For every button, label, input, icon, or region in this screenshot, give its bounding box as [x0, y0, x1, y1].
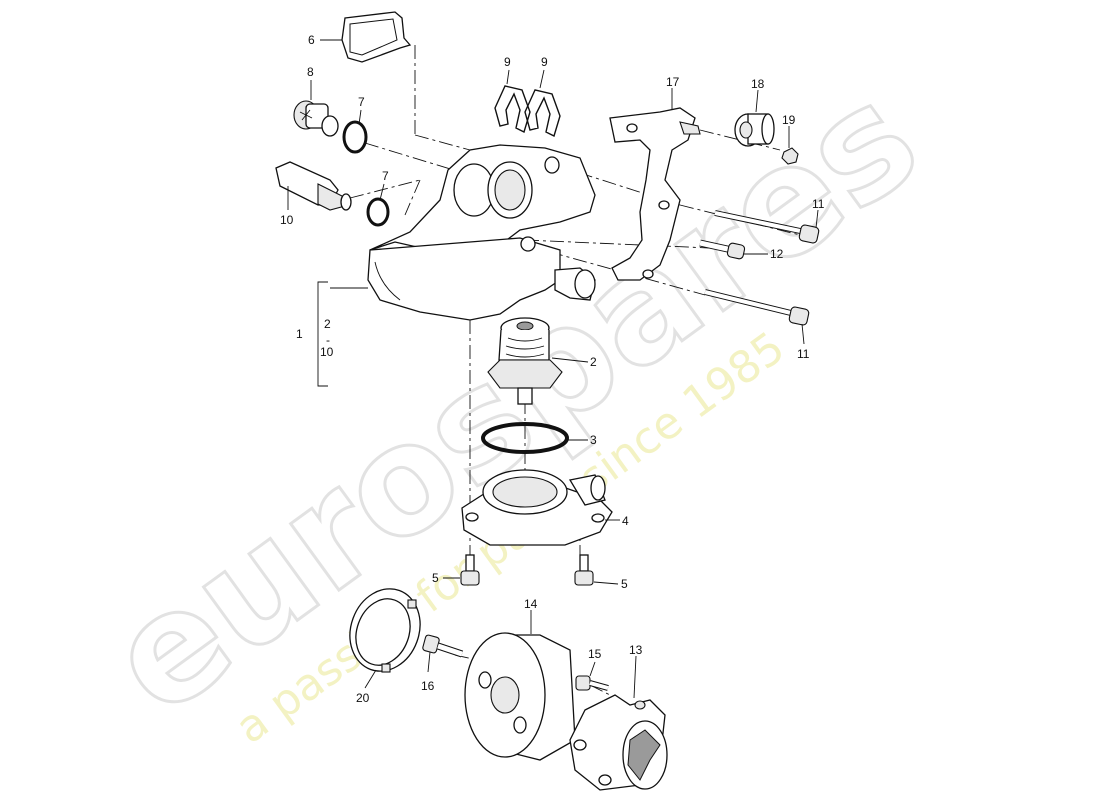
callout-9-left: 9 — [504, 55, 511, 69]
bolt-long-upper-part — [714, 210, 820, 244]
callout-1-range-from: 2 — [324, 317, 331, 331]
clip-left-part — [494, 85, 531, 133]
bolt-long-lower-part — [704, 289, 810, 326]
cover-disc-part — [349, 588, 421, 673]
thermostat-housing-part — [367, 144, 596, 321]
callout-16: 16 — [421, 679, 435, 693]
temperature-sensor-part — [275, 161, 352, 211]
water-pump-part — [569, 694, 668, 791]
callout-17: 17 — [666, 75, 680, 89]
bolt-pump-part — [575, 675, 609, 691]
callout-5-right: 5 — [621, 577, 628, 591]
callout-19: 19 — [782, 113, 796, 127]
callout-9-right: 9 — [541, 55, 548, 69]
sleeve-part — [734, 113, 775, 147]
o-ring-lower-part — [366, 197, 390, 227]
callout-14: 14 — [524, 597, 538, 611]
assembly-bracket — [317, 281, 328, 387]
callout-15: 15 — [588, 647, 602, 661]
callout-labels: 6 8 7 7 10 9 9 17 18 19 11 12 11 1 2 - 1… — [280, 33, 825, 705]
plug-part — [293, 100, 339, 137]
bolt-short-part — [699, 239, 746, 260]
clip-right-part — [524, 89, 561, 137]
thermostat-cover-part — [461, 469, 613, 546]
callout-1-range-to: 10 — [320, 345, 334, 359]
thermostat-part — [487, 317, 563, 405]
callout-11-upper: 11 — [812, 197, 825, 211]
callout-7-lower: 7 — [382, 169, 389, 183]
callout-5-left: 5 — [432, 571, 439, 585]
bolt-cover-left-part — [460, 554, 480, 586]
callout-13: 13 — [629, 643, 643, 657]
nut-part — [781, 147, 799, 165]
seal-ring-part — [481, 422, 569, 454]
callout-3: 3 — [590, 433, 597, 447]
callout-11-lower: 11 — [797, 347, 810, 361]
callout-18: 18 — [751, 77, 765, 91]
callout-4: 4 — [622, 514, 629, 528]
callout-2: 2 — [590, 355, 597, 369]
leader-lines — [287, 39, 819, 699]
bracket-part — [609, 107, 701, 281]
callout-1: 1 — [296, 327, 303, 341]
bolt-pulley-part — [422, 634, 464, 658]
callout-6: 6 — [308, 33, 315, 47]
callout-8: 8 — [307, 65, 314, 79]
callout-7-upper: 7 — [358, 95, 365, 109]
callout-20: 20 — [356, 691, 370, 705]
o-ring-upper-part — [342, 120, 368, 154]
callout-10: 10 — [280, 213, 294, 227]
bolt-cover-right-part — [574, 554, 594, 586]
callout-12: 12 — [770, 247, 784, 261]
callout-1-range-dash: - — [326, 333, 330, 347]
pulley-part — [464, 632, 576, 761]
